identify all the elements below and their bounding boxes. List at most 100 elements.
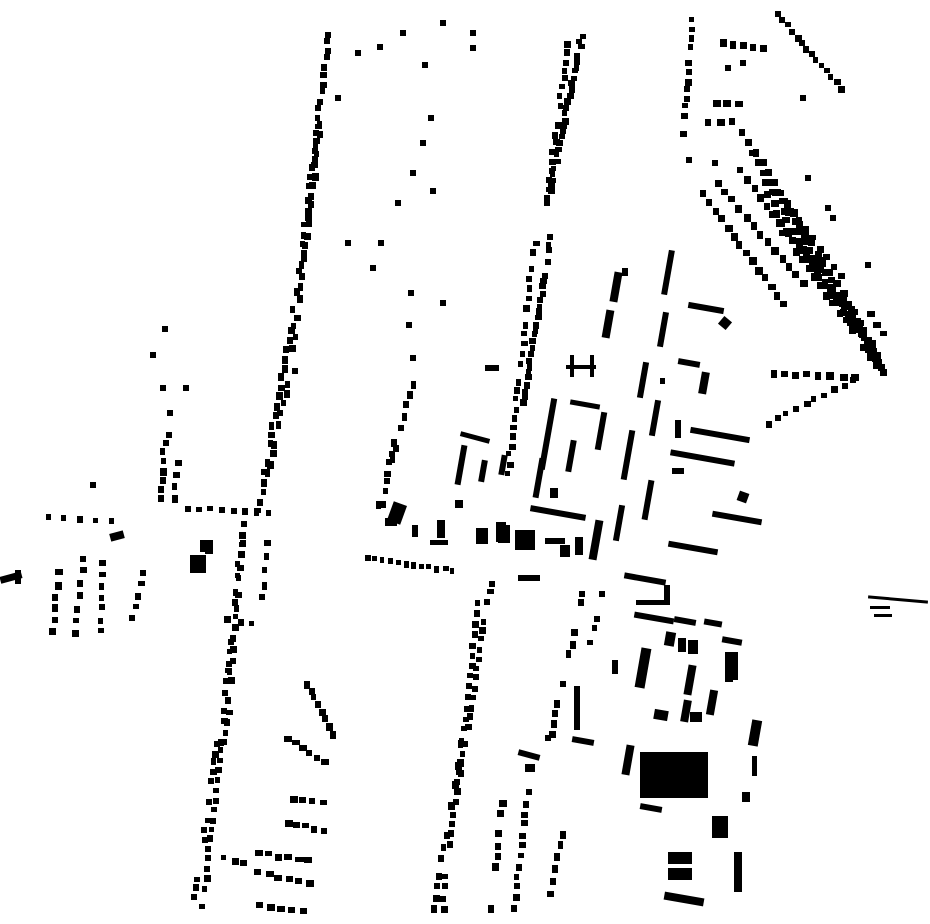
building [270,450,277,457]
building [466,683,472,689]
building [721,189,728,195]
building [513,894,520,901]
building [521,812,528,818]
building [454,788,461,795]
building [571,629,578,636]
building [271,441,277,449]
building [514,387,520,394]
building [384,471,391,477]
building [550,172,555,177]
building [808,240,815,246]
building [325,48,331,54]
building [594,411,608,451]
building [609,271,623,303]
building [380,557,384,563]
building [633,611,675,625]
building [514,407,519,413]
building [668,868,692,880]
building [317,131,323,138]
building [314,151,319,157]
building [833,280,841,287]
building [544,195,550,201]
building [859,331,866,338]
building [448,830,454,837]
building [555,147,562,152]
building [294,315,301,321]
building [233,614,238,619]
building [837,310,843,317]
building [515,530,535,550]
building [789,237,796,244]
building [667,540,719,556]
building [683,664,697,696]
building [529,505,587,521]
building [745,139,752,146]
building [803,46,809,53]
building [276,392,283,400]
building [204,866,210,872]
building [235,561,240,567]
building [140,570,146,576]
building [325,32,331,38]
building [160,385,166,391]
building [236,575,241,581]
building [249,621,254,626]
building [305,208,312,214]
building [560,681,566,687]
building [322,715,328,722]
building [826,372,834,380]
building [648,399,662,437]
building [523,322,528,329]
building [469,643,476,649]
building [288,327,295,334]
building [403,401,409,408]
building [847,314,855,320]
building [592,625,597,631]
building [162,326,168,332]
building [781,208,789,215]
building [817,257,823,265]
building [762,274,768,281]
building [527,364,532,371]
building [775,189,781,194]
building [383,488,388,494]
building [282,365,288,373]
building [185,506,191,512]
building [576,39,582,44]
building [311,826,317,833]
building [150,352,156,358]
building [133,604,139,609]
building [311,162,318,168]
building [242,508,248,515]
building [575,537,583,555]
building [268,432,275,438]
building [306,750,312,756]
building [663,631,677,647]
building [833,295,840,302]
building [225,668,230,673]
building [315,115,320,121]
building [345,240,351,246]
building [571,76,577,81]
building [411,381,416,389]
building [488,905,494,913]
building [839,301,846,307]
building [735,205,742,213]
building [158,486,164,493]
building [299,797,306,803]
building [792,271,799,278]
building [569,399,601,410]
building [80,556,86,562]
building [284,854,292,860]
building [440,20,446,26]
building [567,93,574,99]
building [545,538,565,544]
building [780,255,786,263]
building [458,740,463,748]
building [239,532,246,539]
building [365,555,371,561]
building [514,874,519,880]
building [538,398,558,470]
building [317,99,323,105]
building [792,218,799,225]
